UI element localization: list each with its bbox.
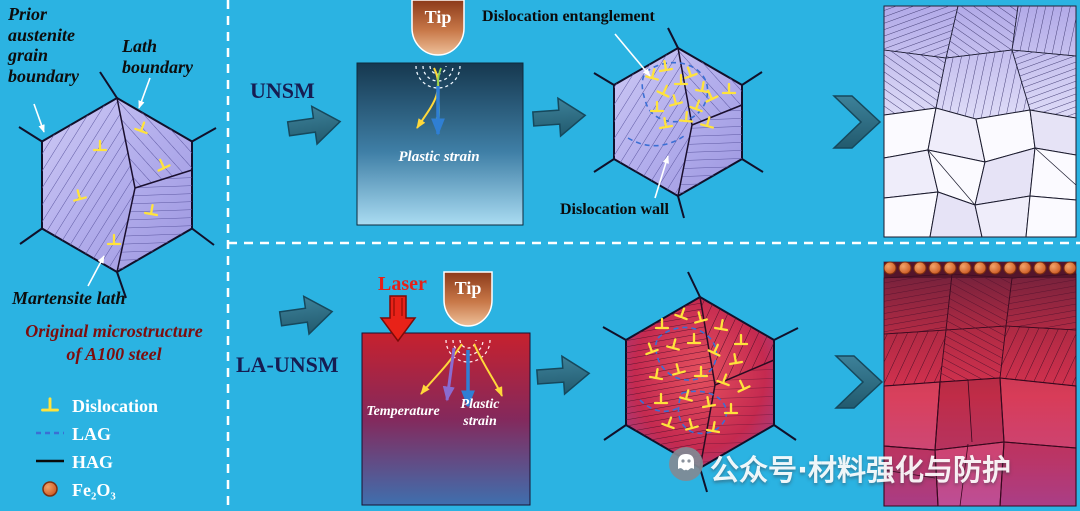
lag-wall-curve-2 <box>627 135 685 147</box>
flow-arrow-6 <box>835 355 883 409</box>
temperature-arrow-purple <box>442 347 456 402</box>
unsm-strain-box <box>356 62 524 226</box>
laser-arrow <box>379 295 417 343</box>
strain-curve-yellow-right <box>473 343 503 397</box>
launsm-strain-box <box>361 332 531 506</box>
watermark-ghost-icon <box>669 447 703 481</box>
strain-curve-yellow <box>416 67 440 129</box>
lag-wall-curve-1 <box>641 61 709 123</box>
martensite-pointer <box>87 255 105 287</box>
original-hexagon <box>18 71 217 299</box>
flow-arrow-3 <box>833 95 881 149</box>
unsm-tip-icon <box>411 0 465 56</box>
unsm-hexagon <box>593 27 764 219</box>
fe2o3-icon <box>42 481 58 497</box>
entanglement-pointer <box>614 33 651 77</box>
launsm-result-panel <box>883 261 1077 507</box>
lath-boundary-pointer <box>138 77 151 109</box>
dislocation-icon <box>41 397 59 412</box>
unsm-result-panel <box>883 5 1077 238</box>
lag-cell-curve-2 <box>677 390 728 435</box>
flow-arrow-1 <box>285 102 344 149</box>
flow-arrow-5 <box>535 353 592 397</box>
launsm-hexagon <box>602 271 799 493</box>
strain-curve-yellow-left <box>420 343 463 395</box>
flow-arrow-4 <box>277 292 336 339</box>
prior-boundary-pointer <box>33 103 45 133</box>
legend-icons <box>36 397 64 497</box>
fe2o3-particles <box>883 261 1077 275</box>
wall-pointer <box>654 155 669 199</box>
lag-cell-curve-3 <box>639 399 679 413</box>
flow-arrow-2 <box>531 95 588 139</box>
launsm-tip-icon <box>443 271 493 327</box>
